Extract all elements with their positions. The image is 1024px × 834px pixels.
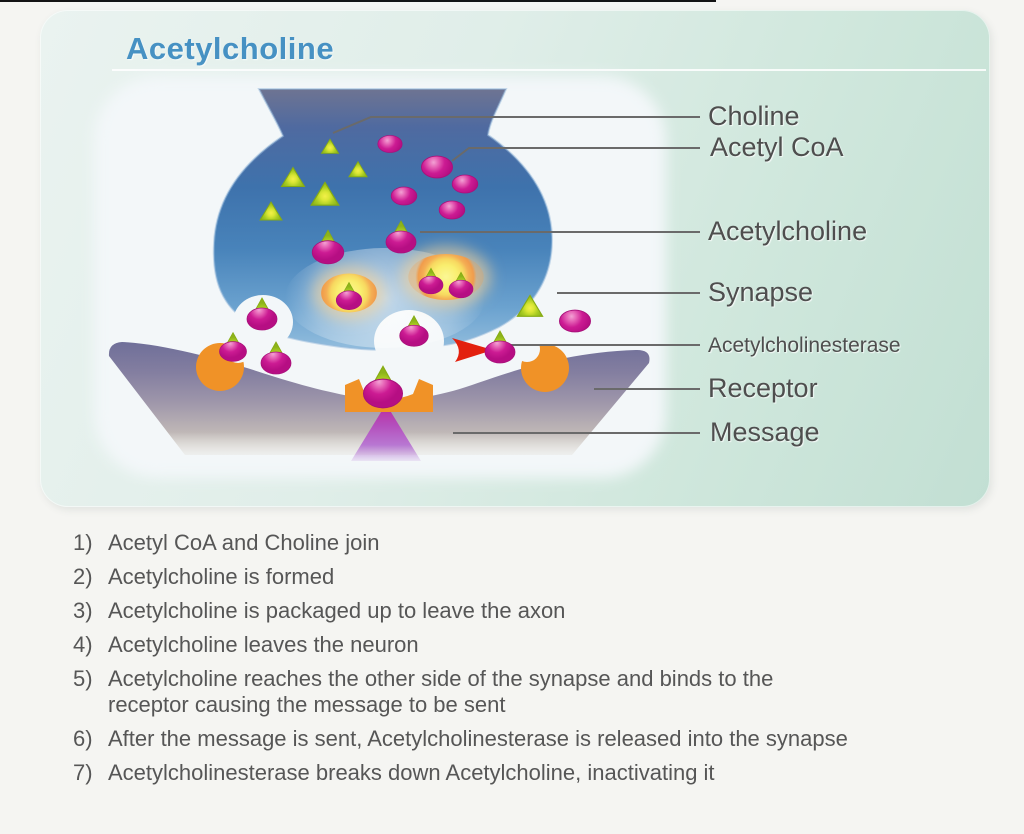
page-title: Acetylcholine bbox=[126, 31, 335, 66]
step-number: 3) bbox=[73, 598, 93, 623]
leader-lines bbox=[332, 116, 700, 434]
acetylcholinesterase-arrow bbox=[452, 338, 493, 362]
label-acetylcholinesterase: Acetylcholinesterase bbox=[708, 334, 901, 357]
step-text: Acetylcholine is formed bbox=[108, 564, 335, 589]
step-3: 3) Acetylcholine is packaged up to leave… bbox=[73, 598, 1013, 624]
step-text: Acetylcholine reaches the other side of … bbox=[108, 666, 774, 691]
label-receptor: Receptor bbox=[708, 373, 818, 403]
postsynaptic-membrane bbox=[108, 342, 650, 455]
step-1: 1) Acetyl CoA and Choline join bbox=[73, 530, 1013, 556]
step-text: Acetylcholine leaves the neuron bbox=[108, 632, 419, 657]
step-7: 7) Acetylcholinesterase breaks down Acet… bbox=[73, 760, 1013, 786]
receptor-right bbox=[514, 336, 569, 392]
title-divider bbox=[112, 69, 986, 71]
receptor-center bbox=[345, 379, 433, 412]
step-4: 4) Acetylcholine leaves the neuron bbox=[73, 632, 1013, 658]
step-number: 1) bbox=[73, 530, 93, 555]
step-number: 5) bbox=[73, 666, 93, 691]
step-5: 5) Acetylcholine reaches the other side … bbox=[73, 666, 1013, 718]
step-text: After the message is sent, Acetylcholine… bbox=[108, 726, 848, 751]
step-6: 6) After the message is sent, Acetylchol… bbox=[73, 726, 1013, 752]
label-choline: Choline bbox=[708, 101, 800, 131]
step-text: Acetyl CoA and Choline join bbox=[108, 530, 380, 555]
step-text: receptor causing the message to be sent bbox=[108, 692, 506, 717]
step-number: 6) bbox=[73, 726, 93, 751]
step-text: Acetylcholine is packaged up to leave th… bbox=[108, 598, 566, 623]
steps-list: 1) Acetyl CoA and Choline join 2) Acetyl… bbox=[73, 530, 1013, 794]
step-number: 4) bbox=[73, 632, 93, 657]
acetyl-coa-line bbox=[451, 147, 700, 162]
synaptic-vesicle-large bbox=[401, 246, 491, 308]
label-acetyl-coa: Acetyl CoA bbox=[710, 132, 844, 162]
step-text: Acetylcholinesterase breaks down Acetylc… bbox=[108, 760, 715, 785]
label-synapse: Synapse bbox=[708, 277, 814, 307]
choline-line bbox=[332, 116, 700, 134]
top-edge-artifact bbox=[0, 0, 716, 2]
label-message: Message bbox=[710, 417, 820, 447]
label-acetylcholine: Acetylcholine bbox=[708, 216, 868, 246]
step-number: 2) bbox=[73, 564, 93, 589]
step-2: 2) Acetylcholine is formed bbox=[73, 564, 1013, 590]
message-triangle bbox=[351, 404, 421, 461]
step-number: 7) bbox=[73, 760, 93, 785]
